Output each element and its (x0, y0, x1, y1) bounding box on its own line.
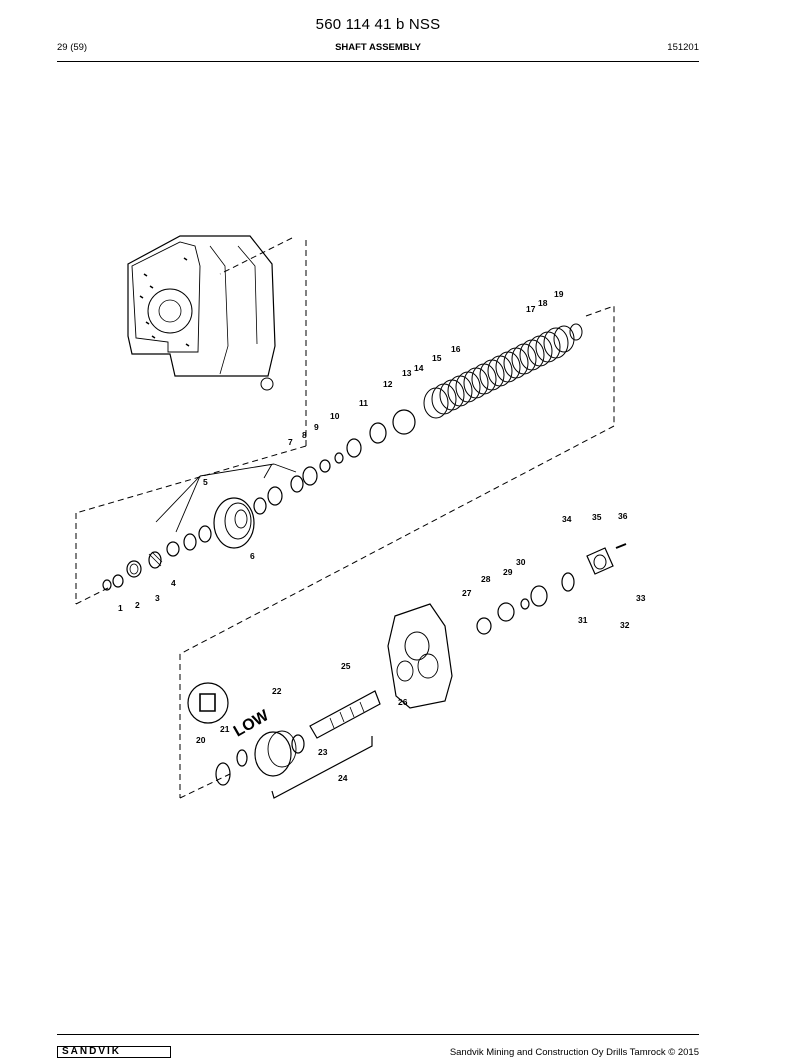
part-label: 19 (554, 289, 564, 299)
part-label: 3 (155, 593, 160, 603)
part-label: 17 (526, 304, 536, 314)
header-rule (57, 61, 699, 62)
part-label: 25 (341, 661, 351, 671)
part-label: 5 (203, 477, 208, 487)
part-label: 10 (330, 411, 340, 421)
part-label: 4 (171, 578, 176, 588)
part-label: 6 (250, 551, 255, 561)
part-label: 14 (414, 363, 424, 373)
part-label: 12 (383, 379, 393, 389)
part-label: 2 (135, 600, 140, 610)
part-label: 23 (318, 747, 328, 757)
part-label: 1 (118, 603, 123, 613)
upper-shaft-parts (102, 409, 416, 591)
part-label: 8 (302, 430, 307, 440)
part-label: 13 (402, 368, 412, 378)
dashed-frame-upper (75, 237, 615, 799)
transmission-housing (127, 235, 276, 391)
clutch-disc-stack (423, 323, 583, 419)
part-label: 21 (220, 724, 230, 734)
lower-shaft-parts (187, 543, 627, 799)
part-label: 28 (481, 574, 491, 584)
part-label: 15 (432, 353, 442, 363)
part-number-labels: 1 2 3 4 5 6 7 8 9 10 11 12 13 14 15 16 1… (118, 289, 646, 783)
part-label: 34 (562, 514, 572, 524)
part-label: 27 (462, 588, 472, 598)
page-indicator: 29 (59) (57, 42, 88, 53)
exploded-view-diagram: 1 2 3 4 5 6 7 8 9 10 11 12 13 14 15 16 1… (60, 226, 660, 806)
document-code: 151201 (667, 42, 699, 53)
part-label: 36 (618, 511, 628, 521)
page-header: 29 (59) SHAFT ASSEMBLY 151201 (57, 42, 699, 56)
cover-plate (387, 603, 453, 709)
low-range-marking: LOW (231, 707, 273, 741)
part-label: 35 (592, 512, 602, 522)
document-number: 560 114 41 b NSS (315, 16, 441, 33)
part-label: 7 (288, 437, 293, 447)
part-label: 18 (538, 298, 548, 308)
footer-rule (57, 1034, 699, 1035)
part-label: 32 (620, 620, 630, 630)
part-label: 22 (272, 686, 282, 696)
part-label: 26 (398, 697, 408, 707)
part-label: 33 (636, 593, 646, 603)
part-label: 31 (578, 615, 588, 625)
sandvik-logo: SANDVIK (57, 1046, 171, 1058)
part-label: 16 (451, 344, 461, 354)
part-label: 11 (359, 398, 368, 408)
part-label: 30 (516, 557, 526, 567)
part-label: 9 (314, 422, 319, 432)
part-label: 20 (196, 735, 206, 745)
section-title: SHAFT ASSEMBLY (335, 42, 421, 53)
part-label: 24 (338, 773, 348, 783)
part-label: 29 (503, 567, 513, 577)
